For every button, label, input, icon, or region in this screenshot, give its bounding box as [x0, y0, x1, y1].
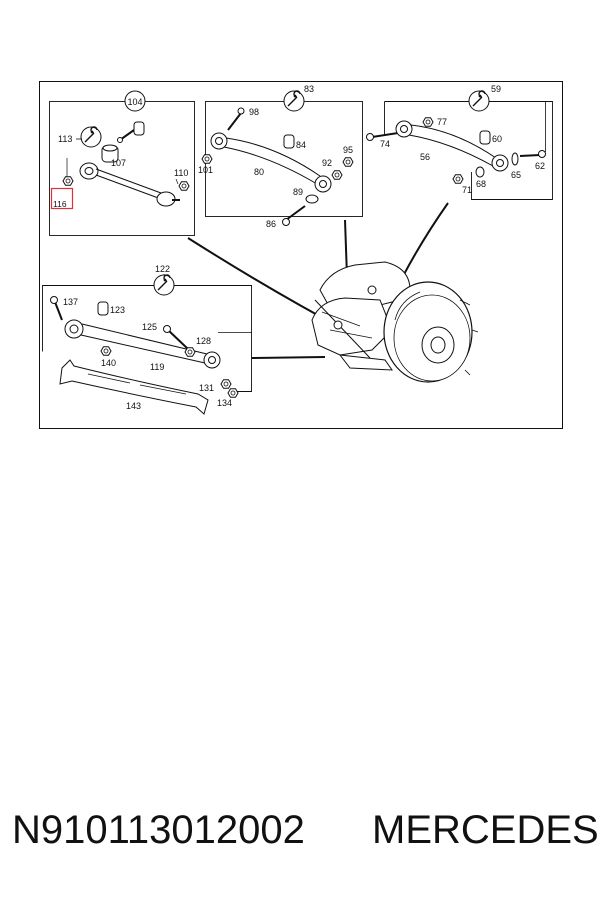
nut-icon [452, 174, 464, 184]
highlight-116 [50, 187, 74, 210]
outer-frame [39, 81, 563, 429]
callout-86: 86 [266, 219, 276, 229]
callout-113: 113 [58, 134, 72, 144]
callout-95: 95 [343, 145, 353, 155]
caption: N910113012002 MERCEDES [0, 808, 600, 858]
nut-icon [100, 346, 112, 356]
group-122: 122 137 123 119 125 128 140 131 134 [42, 264, 252, 415]
callout-119: 119 [150, 362, 164, 372]
nut-icon [342, 157, 354, 167]
wrench-icon [283, 90, 305, 112]
nut-icon [62, 176, 74, 186]
callout-bubble-104 [124, 90, 146, 112]
callout-125: 125 [142, 322, 157, 332]
callout-62: 62 [535, 161, 545, 171]
part-number: N910113012002 [12, 808, 305, 852]
callout-101: 101 [198, 165, 213, 175]
axle-assembly [187, 202, 479, 383]
callout-71: 71 [462, 185, 472, 195]
callout-56: 56 [420, 152, 430, 162]
callout-60: 60 [492, 134, 502, 144]
nut-icon [227, 388, 239, 398]
control-arm-80 [210, 132, 332, 193]
link-rod [79, 162, 180, 207]
nut-icon [422, 117, 434, 127]
wrench-icon [80, 126, 102, 148]
control-arm-56 [395, 120, 509, 172]
callout-104: 104 [127, 97, 142, 107]
callout-107: 107 [111, 158, 126, 168]
callout-134: 134 [217, 398, 232, 408]
nut-icon [184, 347, 196, 357]
callout-92: 92 [322, 158, 332, 168]
callout-89: 89 [293, 187, 303, 197]
callout-83: 83 [304, 84, 314, 94]
group-104: 104 113 107 110 116 [49, 90, 195, 236]
wrench-icon [153, 274, 175, 296]
group-59: 59 77 60 74 56 65 62 68 71 [366, 84, 553, 200]
callout-131: 131 [199, 383, 214, 393]
callout-123: 123 [110, 305, 125, 315]
callout-74: 74 [380, 139, 390, 149]
callout-68: 68 [476, 179, 486, 189]
callout-137: 137 [63, 297, 78, 307]
callout-65: 65 [511, 170, 521, 180]
callout-110: 110 [174, 168, 188, 178]
nut-icon [201, 154, 213, 164]
callout-128: 128 [196, 336, 211, 346]
nut-icon [178, 181, 190, 191]
nut-icon [220, 379, 232, 389]
callout-80: 80 [254, 167, 264, 177]
group-83: 83 98 84 101 80 95 92 89 86 [198, 84, 363, 229]
wrench-icon [468, 90, 490, 112]
callout-98: 98 [249, 107, 259, 117]
nut-icon [331, 170, 343, 180]
callout-84: 84 [296, 140, 306, 150]
callout-122: 122 [155, 264, 170, 274]
brand-name: MERCEDES [372, 808, 599, 852]
callout-116: 116 [53, 199, 67, 209]
callout-77: 77 [437, 117, 447, 127]
brace-143 [59, 359, 209, 415]
callout-143: 143 [126, 401, 141, 411]
callout-59: 59 [491, 84, 501, 94]
control-arm-119 [64, 319, 221, 369]
suspension-parts-diagram: 104 113 107 110 116 83 [39, 81, 563, 429]
callout-140: 140 [101, 358, 116, 368]
